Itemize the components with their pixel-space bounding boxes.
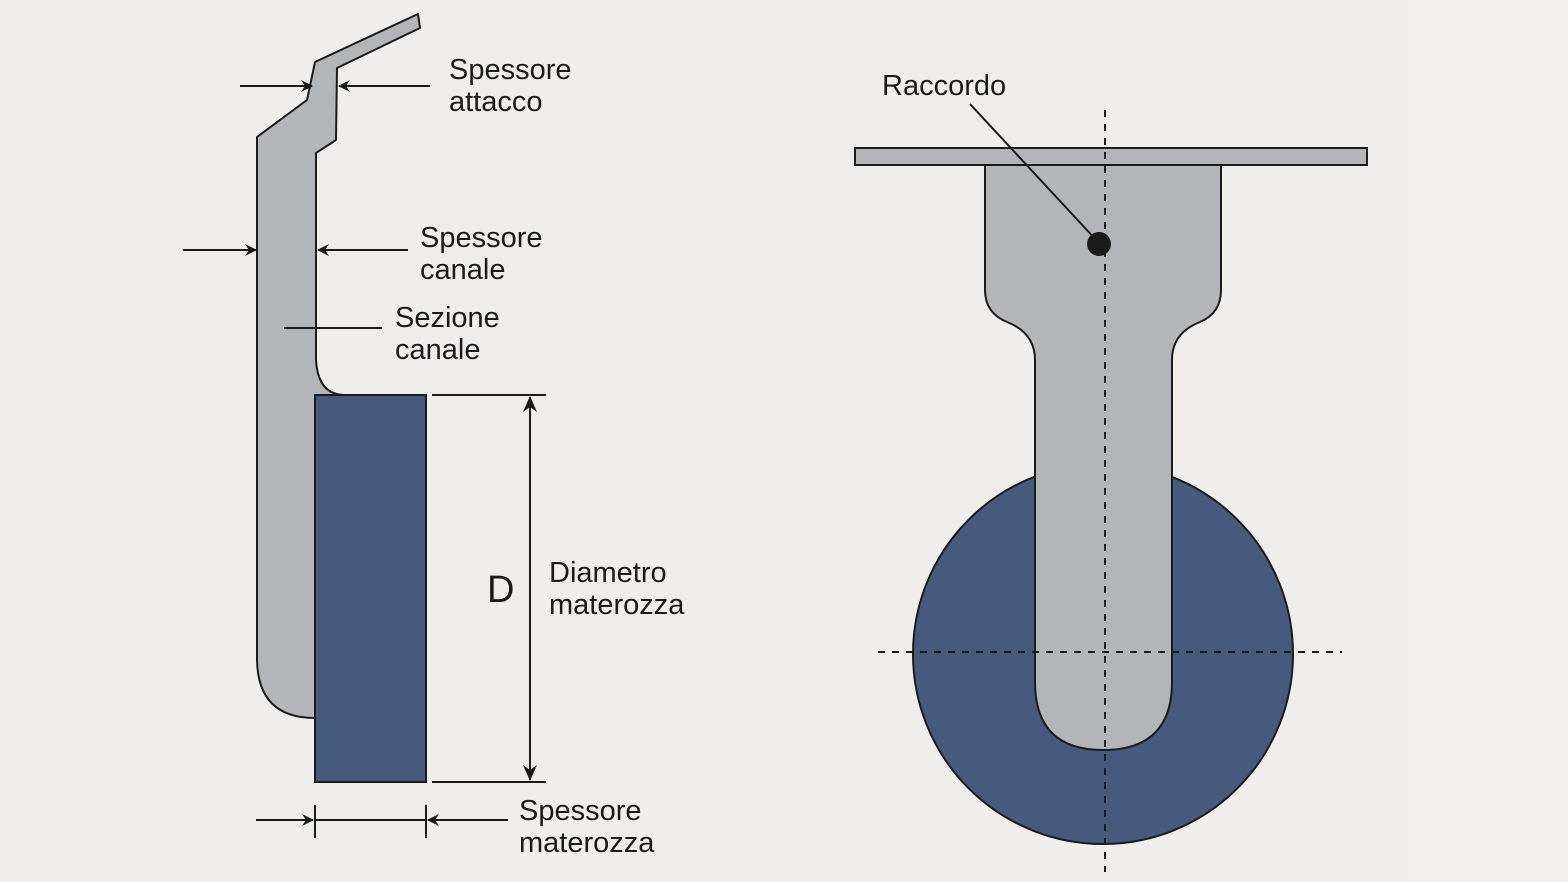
label-d: D: [487, 569, 514, 611]
raccordo-leader-line: [969, 103, 1099, 243]
label-spessore-canale: Spessore canale: [420, 222, 551, 286]
label-spessore-materozza: Spessore materozza: [519, 795, 655, 859]
casting-plate: [854, 147, 1368, 166]
background-edge: [1408, 0, 1568, 882]
riser-block: [314, 394, 427, 783]
runner-channel: [256, 13, 421, 719]
label-raccordo: Raccordo: [882, 70, 1006, 102]
front-view: Raccordo: [854, 70, 1368, 872]
side-view: Spessore attacco Spessore canale Sezione…: [183, 13, 685, 859]
label-diametro-materozza: Diametro materozza: [549, 557, 685, 621]
label-sezione-canale: Sezione canale: [395, 302, 508, 366]
runner-front: [984, 163, 1222, 751]
raccordo-point: [1087, 232, 1111, 256]
label-spessore-attacco: Spessore attacco: [449, 54, 580, 118]
